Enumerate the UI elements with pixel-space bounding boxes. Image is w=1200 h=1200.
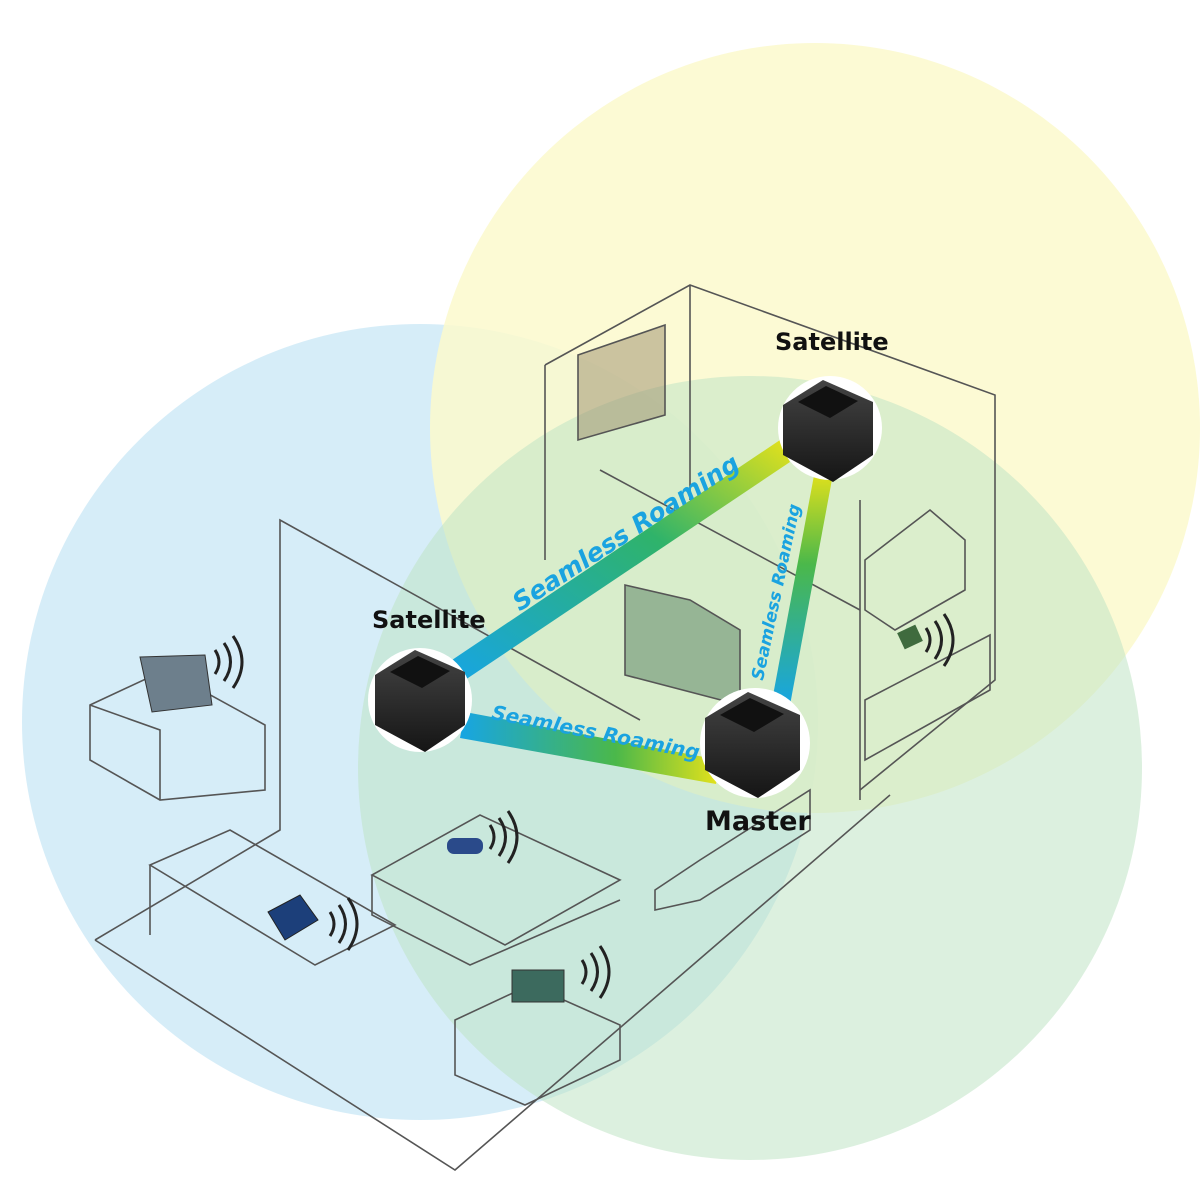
link-left-top (452, 440, 790, 682)
client-devices (139, 624, 923, 1003)
tablet-icon (267, 894, 319, 941)
wifi-signal-icons (213, 613, 955, 999)
satellite-left-node (368, 648, 472, 752)
link-left-master (460, 712, 720, 784)
laptop-icon (139, 654, 213, 713)
satellite-top-node (778, 376, 882, 482)
nodes (368, 376, 882, 798)
roaming-links (452, 440, 833, 784)
master-node (700, 688, 810, 798)
satellite-left-label: Satellite (372, 606, 486, 634)
game-console-icon (447, 838, 483, 854)
phone-icon (897, 624, 923, 650)
master-label: Master (705, 806, 811, 837)
floorplan-lines (89, 284, 996, 1171)
link-top-master (772, 470, 833, 705)
satellite-top-label: Satellite (775, 328, 889, 356)
monitor-icon (511, 969, 565, 1003)
